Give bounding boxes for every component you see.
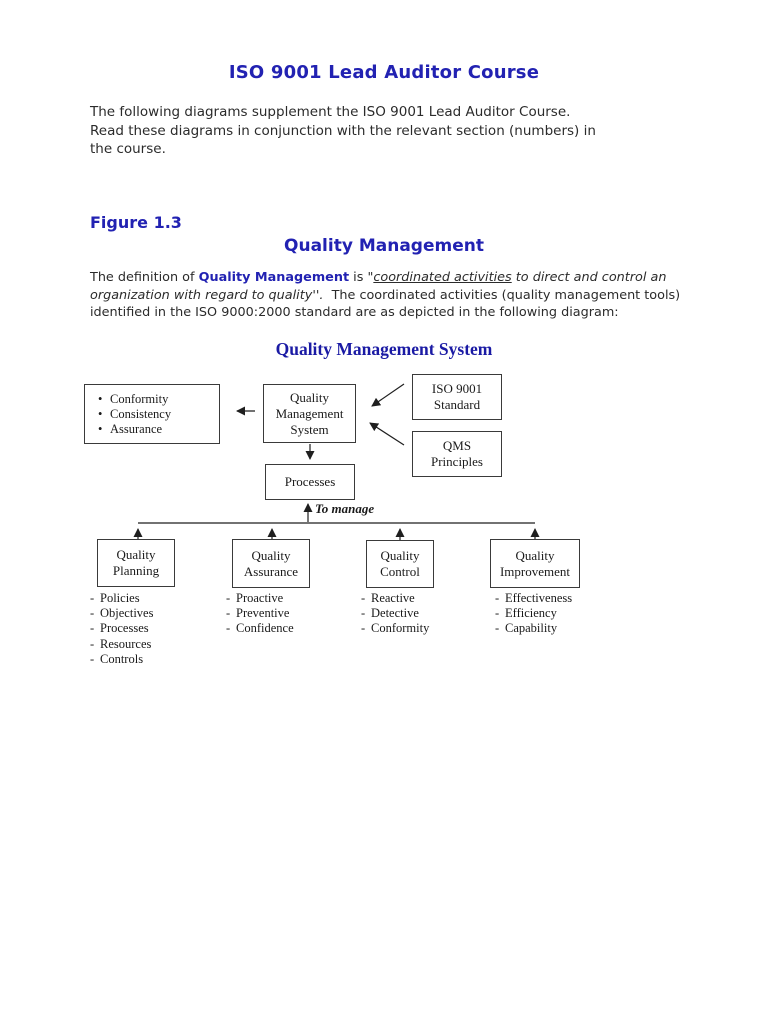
arrow-iso-to-qms: [371, 383, 405, 407]
list-item: Policies: [90, 591, 153, 606]
list-item: Quality: [116, 547, 156, 562]
term-quality-management: Quality Management: [198, 270, 350, 285]
to-manage-label: To manage: [315, 501, 375, 516]
intro-line: the course.: [90, 141, 166, 157]
list-item: Standard: [433, 397, 481, 412]
list-item: Quality: [515, 547, 555, 563]
quoted-definition: to direct and control an: [511, 270, 667, 285]
improvement-dash-list: EffectivenessEfficiencyCapability: [495, 591, 572, 637]
diagram-arrows: [133, 383, 540, 540]
list-item: Assurance: [243, 563, 299, 579]
processes-label: Processes: [284, 474, 336, 489]
planning-dash-list: PoliciesObjectivesProcessesResourcesCont…: [90, 591, 153, 667]
list-item: Assurance: [98, 422, 171, 437]
list-item: Conformity: [98, 392, 171, 407]
intro-paragraph: The following diagrams supplement the IS…: [90, 103, 710, 159]
list-item: Effectiveness: [495, 591, 572, 606]
intro-line: The following diagrams supplement the IS…: [90, 104, 571, 120]
list-item: Management: [275, 405, 344, 421]
list-item: Capability: [495, 621, 572, 636]
definition-text: identified in the ISO 9000:2000 standard…: [90, 305, 619, 320]
page-title: ISO 9001 Lead Auditor Course: [228, 62, 540, 83]
list-item: Detective: [361, 606, 429, 621]
list-item: System: [290, 421, 329, 437]
quoted-definition: organization with regard to quality''.: [90, 287, 324, 303]
quoted-definition-underlined: coordinated activities: [373, 270, 512, 285]
list-item: Proactive: [226, 591, 294, 606]
list-item: Confidence: [226, 621, 294, 636]
list-item: Consistency: [98, 407, 171, 422]
list-item: Controls: [90, 652, 153, 667]
outcomes-box: ConformityConsistencyAssurance: [84, 384, 220, 444]
control-dash-list: ReactiveDetectiveConformity: [361, 591, 429, 637]
list-item: Improvement: [499, 563, 571, 579]
list-item: Quality: [290, 389, 329, 405]
outcomes-bullet-list: ConformityConsistencyAssurance: [98, 392, 171, 437]
definition-text: The definition of: [90, 270, 199, 285]
list-item: Planning: [112, 563, 160, 578]
list-item: Principles: [431, 454, 483, 469]
figure-label: Figure 1.3: [90, 213, 182, 232]
list-item: Control: [380, 564, 420, 579]
definition-paragraph: The definition of Quality Management is …: [90, 269, 750, 322]
list-item: Processes: [90, 621, 153, 636]
intro-line: Read these diagrams in conjunction with …: [90, 122, 596, 139]
list-item: Efficiency: [495, 606, 572, 621]
section-title: Quality Management: [284, 236, 484, 256]
list-item: Preventive: [226, 606, 294, 621]
list-item: QMS: [442, 438, 472, 453]
assurance-dash-list: ProactivePreventiveConfidence: [226, 591, 294, 637]
list-item: Conformity: [361, 621, 429, 636]
diagram-title: Quality Management System: [275, 339, 493, 359]
list-item: Resources: [90, 637, 153, 652]
list-item: ISO 9001: [431, 381, 483, 396]
list-item: Objectives: [90, 606, 153, 621]
processes-box: Processes: [265, 464, 355, 500]
list-item: Quality: [380, 548, 420, 563]
list-item: Reactive: [361, 591, 429, 606]
arrow-principles-to-qms: [369, 422, 405, 446]
definition-text: The coordinated activities (quality mana…: [323, 287, 681, 303]
definition-text: is ": [349, 270, 374, 285]
list-item: Quality: [251, 547, 291, 563]
